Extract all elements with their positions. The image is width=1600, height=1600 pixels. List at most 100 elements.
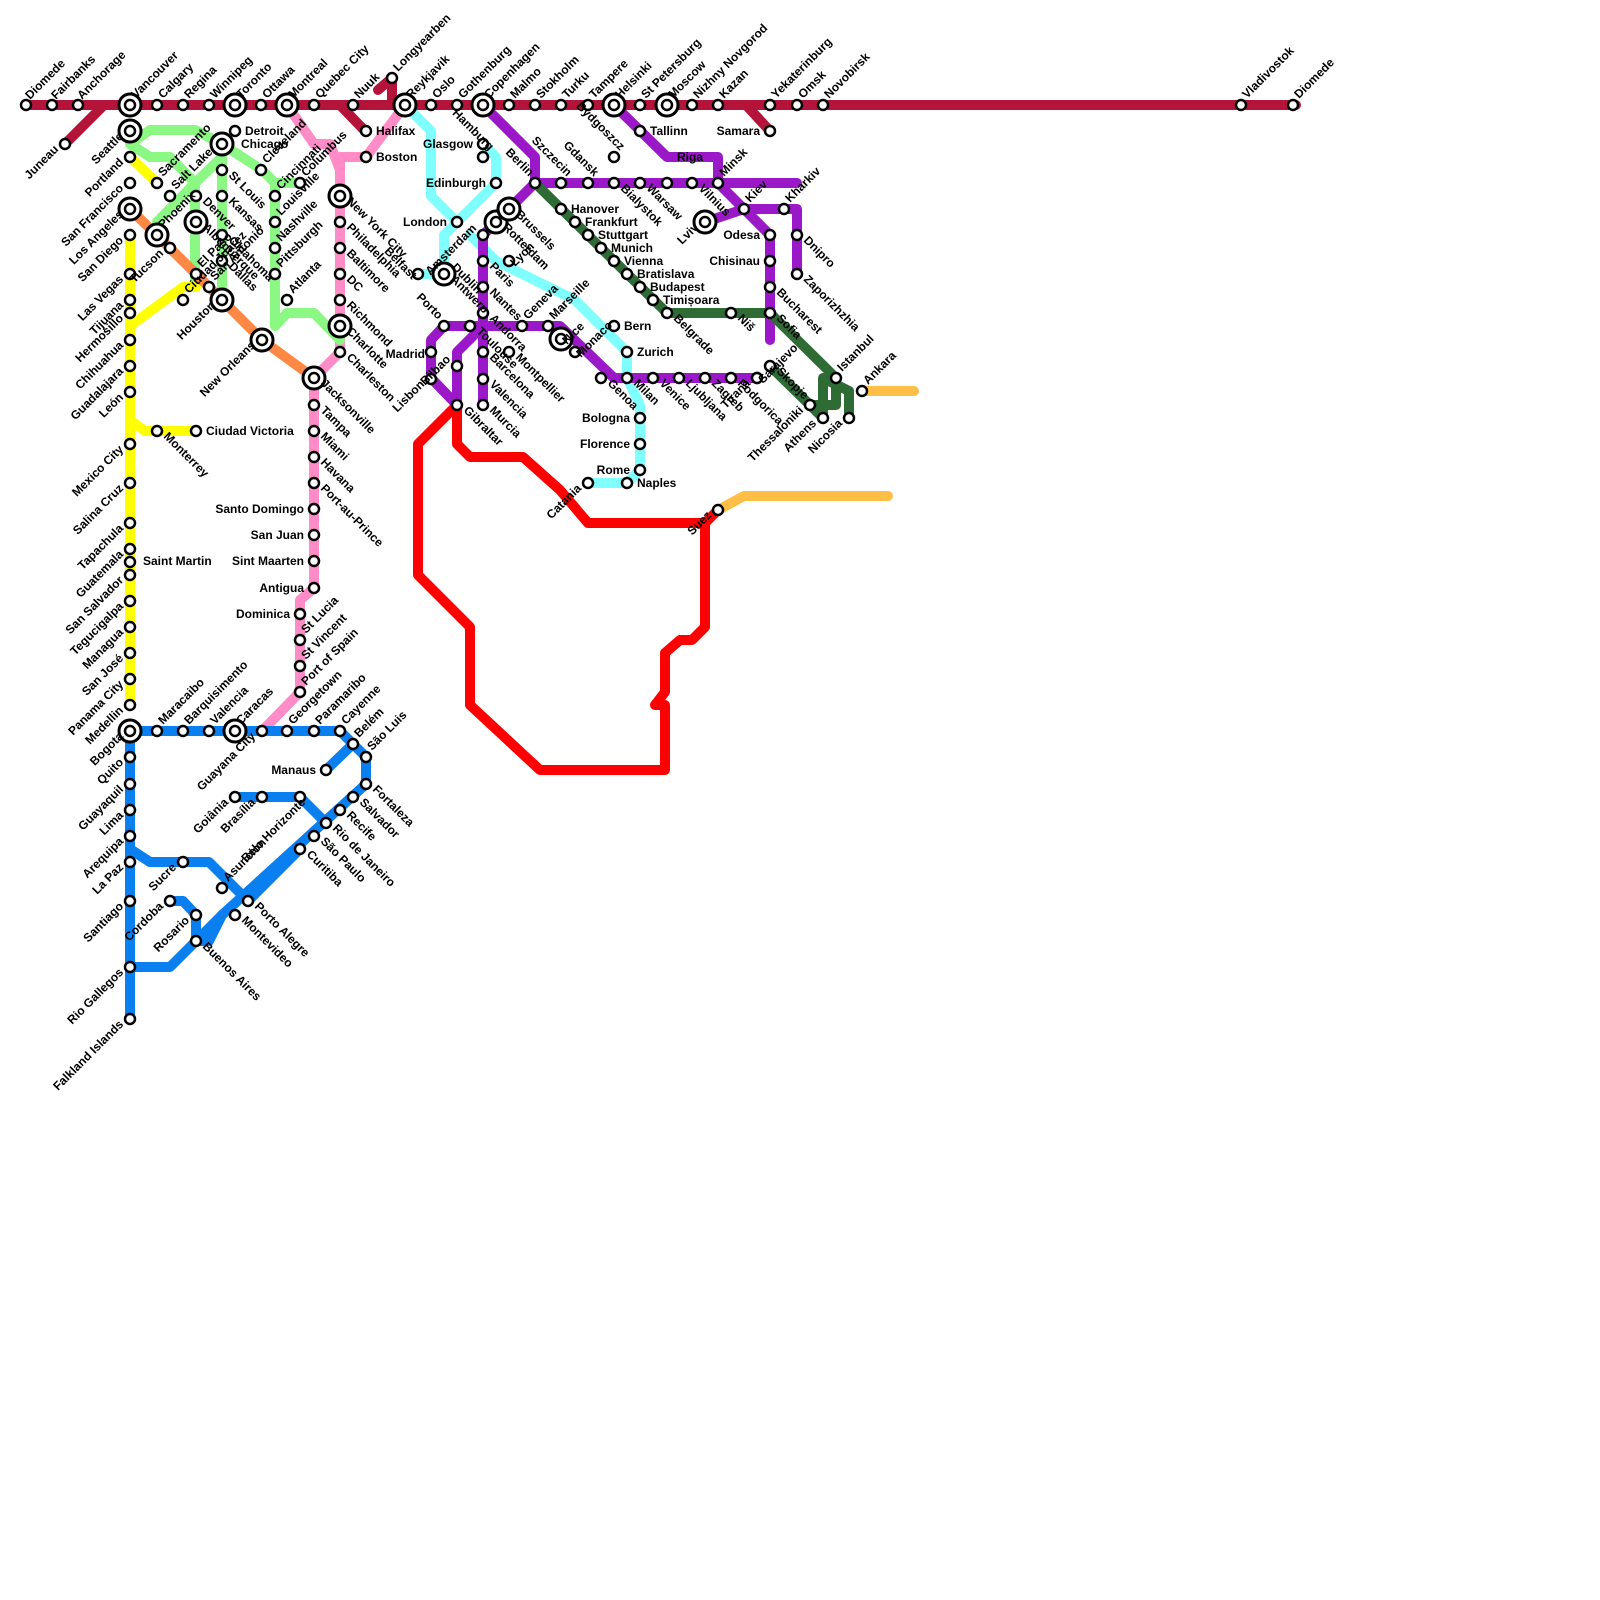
- station-marker-szczecin-143: [554, 176, 568, 190]
- station-label-falkland-islands-138: Falkland Islands: [50, 1017, 126, 1093]
- station-label-dnipro-156: Dnipro: [801, 233, 838, 270]
- station-label-rio-gallegos-137: Rio Gallegos: [64, 965, 126, 1027]
- station-marker-cayenne-106: [333, 724, 347, 738]
- station-marker-curitiba-115: [293, 842, 307, 856]
- station-marker-nizhny-novgorod-25: [685, 98, 699, 112]
- station-marker-kiev-153: [737, 202, 751, 216]
- interchange-inner-nice-200: [554, 332, 568, 346]
- station-marker-maracaibo-129: [150, 724, 164, 738]
- station-marker-sacramento-35: [150, 176, 164, 190]
- station-marker-montevideo-117: [228, 908, 242, 922]
- station-label-porto-215: Porto: [414, 290, 446, 322]
- station-marker-monterrey-55: [150, 424, 164, 438]
- interchange-inner-chicago-68: [215, 137, 229, 151]
- station-marker-istanbul-162: [829, 371, 843, 385]
- station-marker-odesa-155: [763, 228, 777, 242]
- station-marker-santiago-136: [123, 894, 137, 908]
- station-marker-riga-149: [660, 176, 674, 190]
- purple-line-madrid: [426, 321, 488, 410]
- station-marker-madrid-214: [424, 345, 438, 359]
- interchange-inner-phoenix-41: [150, 228, 164, 242]
- interchange-inner-caracas-126: [228, 724, 242, 738]
- station-marker-calgary-5: [150, 98, 164, 112]
- station-marker-oslo-15: [424, 98, 438, 112]
- station-marker-dominica-100: [293, 607, 307, 621]
- station-marker-podgorica-185: [724, 371, 738, 385]
- station-marker-brasilia-123: [255, 790, 269, 804]
- station-marker-florence-193: [633, 437, 647, 451]
- station-marker-nashville-77: [268, 241, 282, 255]
- station-marker-boston-81: [359, 150, 373, 164]
- station-label-timisoara-181: Timișoara: [663, 293, 720, 307]
- station-marker-zagreb-187: [698, 371, 712, 385]
- station-marker-lyon-203: [502, 254, 516, 268]
- station-marker-tallinn-150: [633, 124, 647, 138]
- station-marker-bialystok-146: [607, 176, 621, 190]
- station-marker-rome-194: [633, 463, 647, 477]
- station-label-juneau-3: Juneau: [22, 142, 62, 182]
- station-marker-hermosillo-49: [123, 306, 137, 320]
- station-marker-st-petersburg-23: [633, 98, 647, 112]
- station-marker-portland-34: [123, 150, 137, 164]
- station-marker-barquisimento-128: [176, 724, 190, 738]
- station-marker-longyearben-13: [385, 71, 399, 85]
- station-marker-bern-198: [607, 319, 621, 333]
- station-label-riga-149: Riga: [677, 150, 703, 164]
- station-marker-ottawa-9: [254, 98, 268, 112]
- station-marker-ciudad-victoria-56: [189, 424, 203, 438]
- station-marker-nuuk-12: [346, 98, 360, 112]
- station-marker-vladivostok-30: [1234, 98, 1248, 112]
- station-marker-suez-217: [711, 503, 725, 517]
- station-marker-genoa-191: [594, 371, 608, 385]
- station-marker-santo-domingo-95: [307, 502, 321, 516]
- station-marker-bratislava-179: [620, 267, 634, 281]
- station-marker-asuncion-121: [215, 881, 229, 895]
- station-marker-buenos-aires-118: [189, 934, 203, 948]
- station-label-vladivostok-30: Vladivostok: [1239, 43, 1297, 101]
- northern-line-nuuk: [335, 100, 370, 136]
- station-marker-nantes-205: [476, 280, 490, 294]
- station-marker-dallas-76: [215, 254, 229, 268]
- station-marker-bilbao-209: [450, 359, 464, 373]
- station-label-chisinau-157: Chisinau: [709, 254, 760, 268]
- station-marker-paris-204: [476, 254, 490, 268]
- blue-line-sur: [125, 910, 227, 972]
- station-marker-salina-cruz-57: [123, 476, 137, 490]
- station-marker-novobirsk-29: [816, 98, 830, 112]
- station-marker-minsk-151: [711, 176, 725, 190]
- station-marker-tampa-91: [307, 398, 321, 412]
- station-marker-murcia-212: [476, 398, 490, 412]
- station-marker-goiania-124: [228, 790, 242, 804]
- station-marker-charleston-89: [333, 345, 347, 359]
- interchange-inner-brussels-171: [502, 202, 516, 216]
- interchange-inner-new-york-city-83: [333, 189, 347, 203]
- station-marker-venice-189: [646, 371, 660, 385]
- station-label-santiago-136: Santiago: [80, 899, 126, 945]
- station-marker-salvador-112: [346, 790, 360, 804]
- station-marker-saint-martin-98: [123, 555, 137, 569]
- station-marker-tijuana-45: [123, 293, 137, 307]
- station-label-manaus-109: Manaus: [271, 763, 316, 777]
- station-marker-tampere-21: [581, 98, 595, 112]
- station-label-tallinn-150: Tallinn: [650, 124, 688, 138]
- station-marker-rio-de-janeiro-113: [319, 816, 333, 830]
- station-label-belgrade-182: Belgrade: [671, 311, 717, 357]
- station-marker-regina-6: [176, 98, 190, 112]
- station-marker-rosario-119: [189, 908, 203, 922]
- station-label-samara-32: Samara: [717, 124, 761, 138]
- station-marker-guatemala-59: [123, 542, 137, 556]
- station-marker-cleveland-69: [254, 163, 268, 177]
- station-marker-andorra-208: [476, 306, 490, 320]
- station-marker-quito-130: [123, 750, 137, 764]
- station-label-munich-177: Munich: [611, 241, 653, 255]
- interchange-inner-bogota-66: [123, 724, 137, 738]
- blue-line-cordoba: [165, 896, 201, 946]
- station-marker-port-au-prince-94: [307, 476, 321, 490]
- interchange-inner-albuquerque-44: [189, 215, 203, 229]
- station-label-sint-maarten-97: Sint Maarten: [232, 554, 304, 568]
- station-marker-miami-92: [307, 424, 321, 438]
- station-marker-dnipro-156: [790, 228, 804, 242]
- station-label-ankara-163: Ankara: [860, 348, 899, 387]
- station-marker-diomede-31: [1286, 98, 1300, 112]
- station-marker-sofia-160: [763, 306, 777, 320]
